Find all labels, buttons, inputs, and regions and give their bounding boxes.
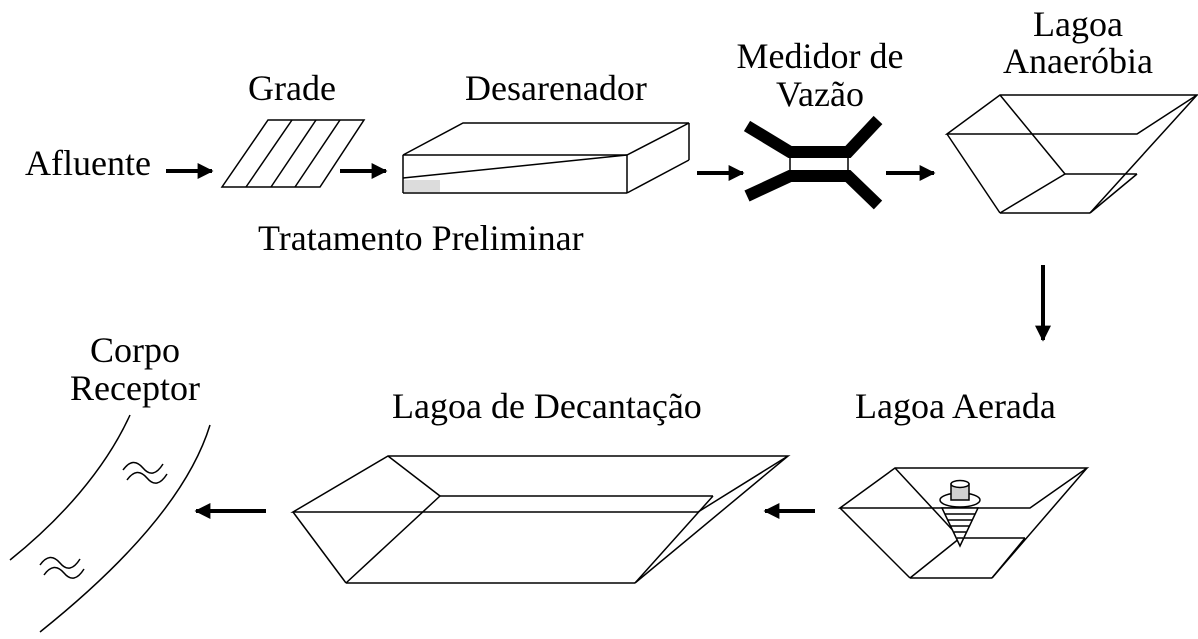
- aerator-icon: [939, 479, 981, 548]
- anaerobia-label-line2: Anaeróbia: [1003, 41, 1153, 81]
- grade-label: Grade: [248, 68, 336, 108]
- lagoa-aerada-label: Lagoa Aerada: [855, 386, 1056, 426]
- desarenador-icon: [402, 122, 690, 194]
- desarenador-label: Desarenador: [465, 68, 647, 108]
- grade-icon: [220, 119, 366, 188]
- afluente-label: Afluente: [25, 143, 151, 183]
- medidor-label-line1: Medidor de: [737, 36, 904, 76]
- lagoa-decantacao-label: Lagoa de Decantação: [392, 386, 702, 426]
- corpo-receptor-label-line1: Corpo: [90, 330, 180, 370]
- lagoa-anaerobia-icon: [944, 94, 1198, 214]
- lagoa-decantacao-icon: [290, 455, 791, 584]
- corpo-receptor-river-icon: [9, 414, 211, 633]
- medidor-vazao-icon: [743, 115, 883, 210]
- lagoa-aerada-icon: [837, 467, 1090, 579]
- corpo-receptor-label-line2: Receptor: [70, 368, 200, 408]
- tratamento-preliminar-label: Tratamento Preliminar: [258, 218, 584, 258]
- medidor-label-line2: Vazão: [776, 74, 864, 114]
- anaerobia-label-line1: Lagoa: [1033, 4, 1123, 44]
